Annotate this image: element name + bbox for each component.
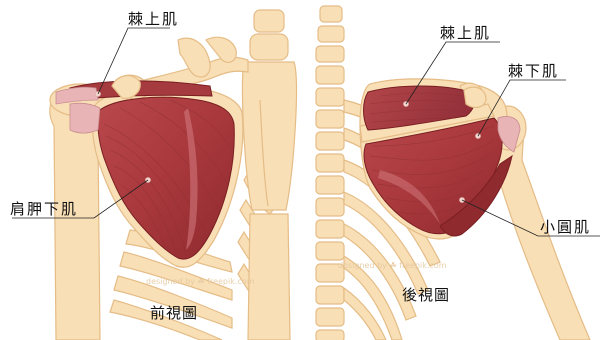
back-watermark: designed by ☘ freepik.com xyxy=(338,261,447,270)
back-acromion xyxy=(464,87,486,107)
front-watermark: designed by ☘ freepik.com xyxy=(146,277,255,286)
front-sternum xyxy=(242,10,296,340)
front-supraspinatus-label: 棘上肌 xyxy=(128,10,179,28)
back-spine xyxy=(316,6,344,340)
back-teres-minor-label: 小圓肌 xyxy=(540,218,591,236)
front-subscapularis-label: 肩胛下肌 xyxy=(10,200,78,218)
front-view-caption: 前視圖 xyxy=(150,304,198,322)
back-view-panel: 棘上肌 棘下肌 小圓肌 designed by ☘ freepik.com 後視… xyxy=(316,6,600,340)
back-infraspinatus-label: 棘下肌 xyxy=(508,62,559,80)
front-view-panel: 棘上肌 肩胛下肌 designed by ☘ freepik.com 前視圖 xyxy=(10,10,296,340)
back-supraspinatus-label: 棘上肌 xyxy=(440,24,491,42)
back-view-caption: 後視圖 xyxy=(402,286,450,304)
